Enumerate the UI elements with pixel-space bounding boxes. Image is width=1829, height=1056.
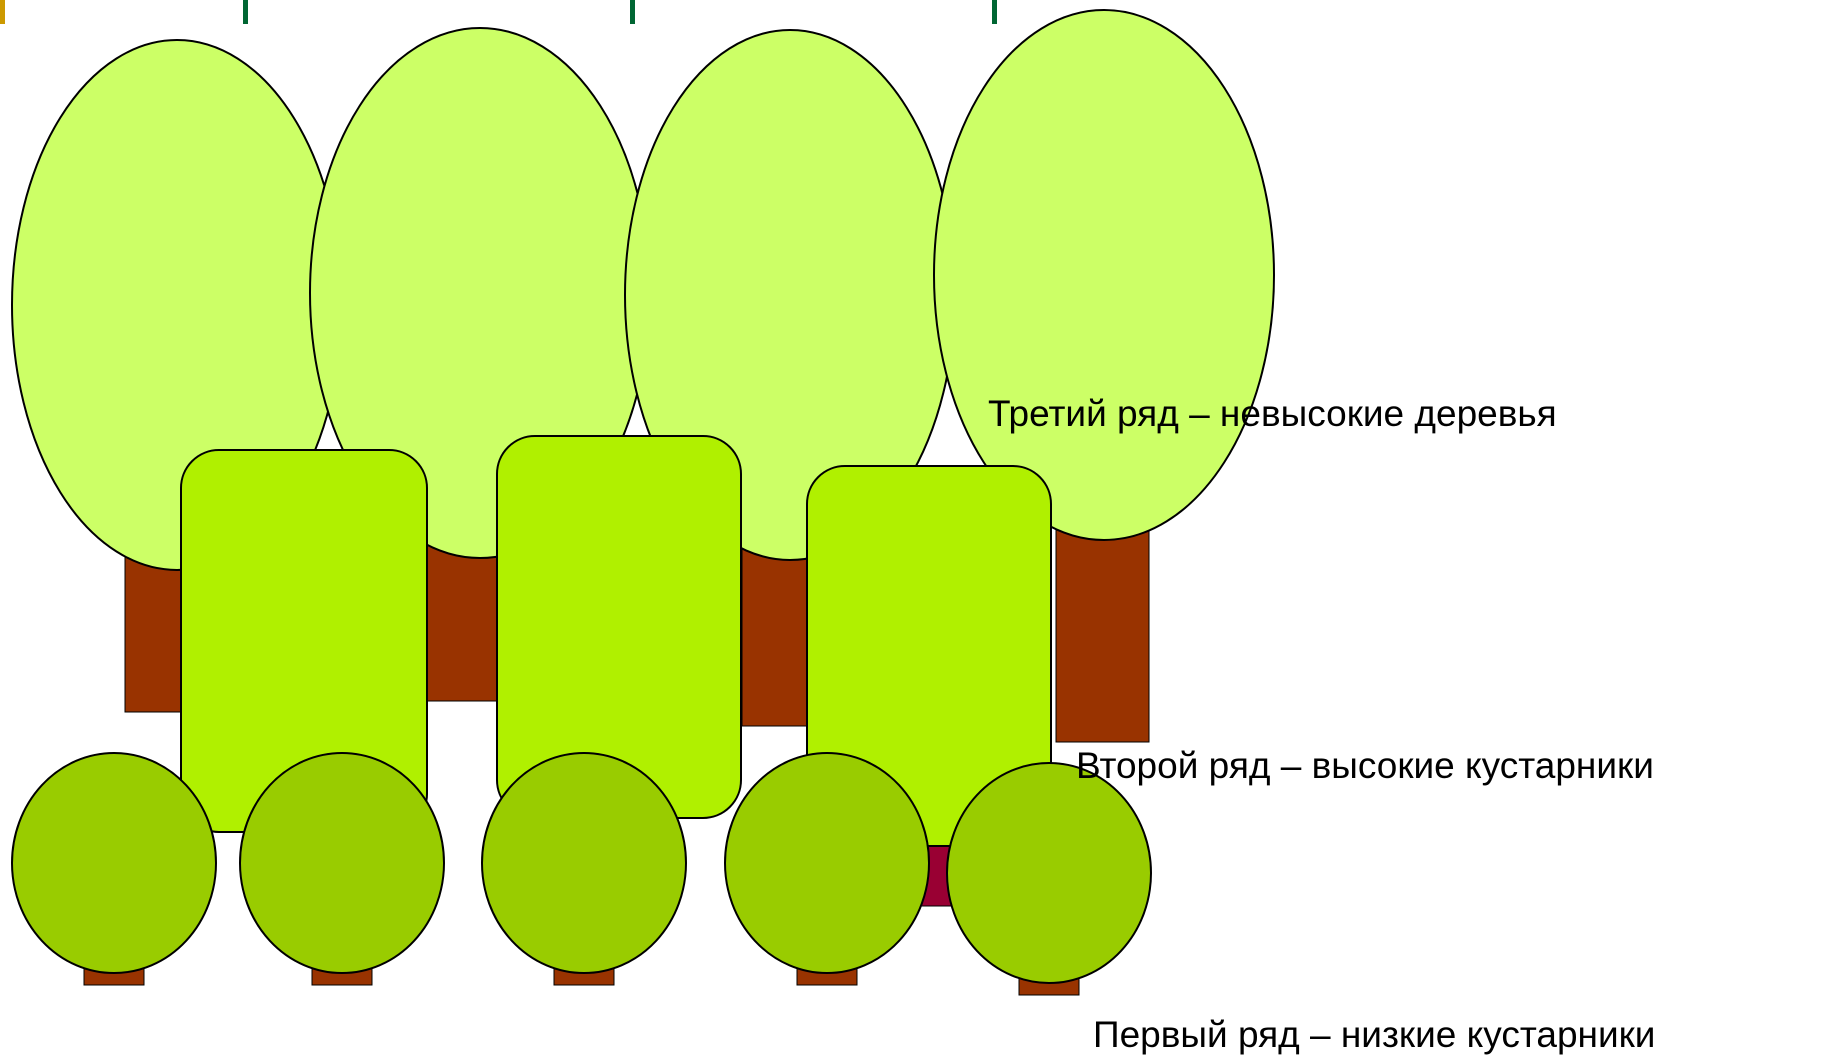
- corner-mark: [0, 0, 5, 24]
- low-shrub: [239, 752, 445, 974]
- low-shrub: [724, 752, 930, 974]
- tree-trunk: [419, 534, 511, 702]
- row-3-label: Третий ряд – невысокие деревья: [988, 393, 1557, 434]
- tree-trunk: [1055, 519, 1150, 743]
- low-shrub: [946, 762, 1152, 984]
- low-shrub: [11, 752, 217, 974]
- tall-shrub: [806, 465, 1052, 847]
- row-2-tall-shrubs: [180, 435, 1052, 907]
- low-shrub: [481, 752, 687, 974]
- tree-crown: [933, 9, 1275, 541]
- row-1-low-shrubs: [11, 752, 1152, 996]
- row-2-label: Второй ряд – высокие кустарники: [1076, 745, 1654, 786]
- title-fragment: [243, 0, 997, 24]
- row-1-label: Первый ряд – низкие кустарники: [1093, 1014, 1656, 1055]
